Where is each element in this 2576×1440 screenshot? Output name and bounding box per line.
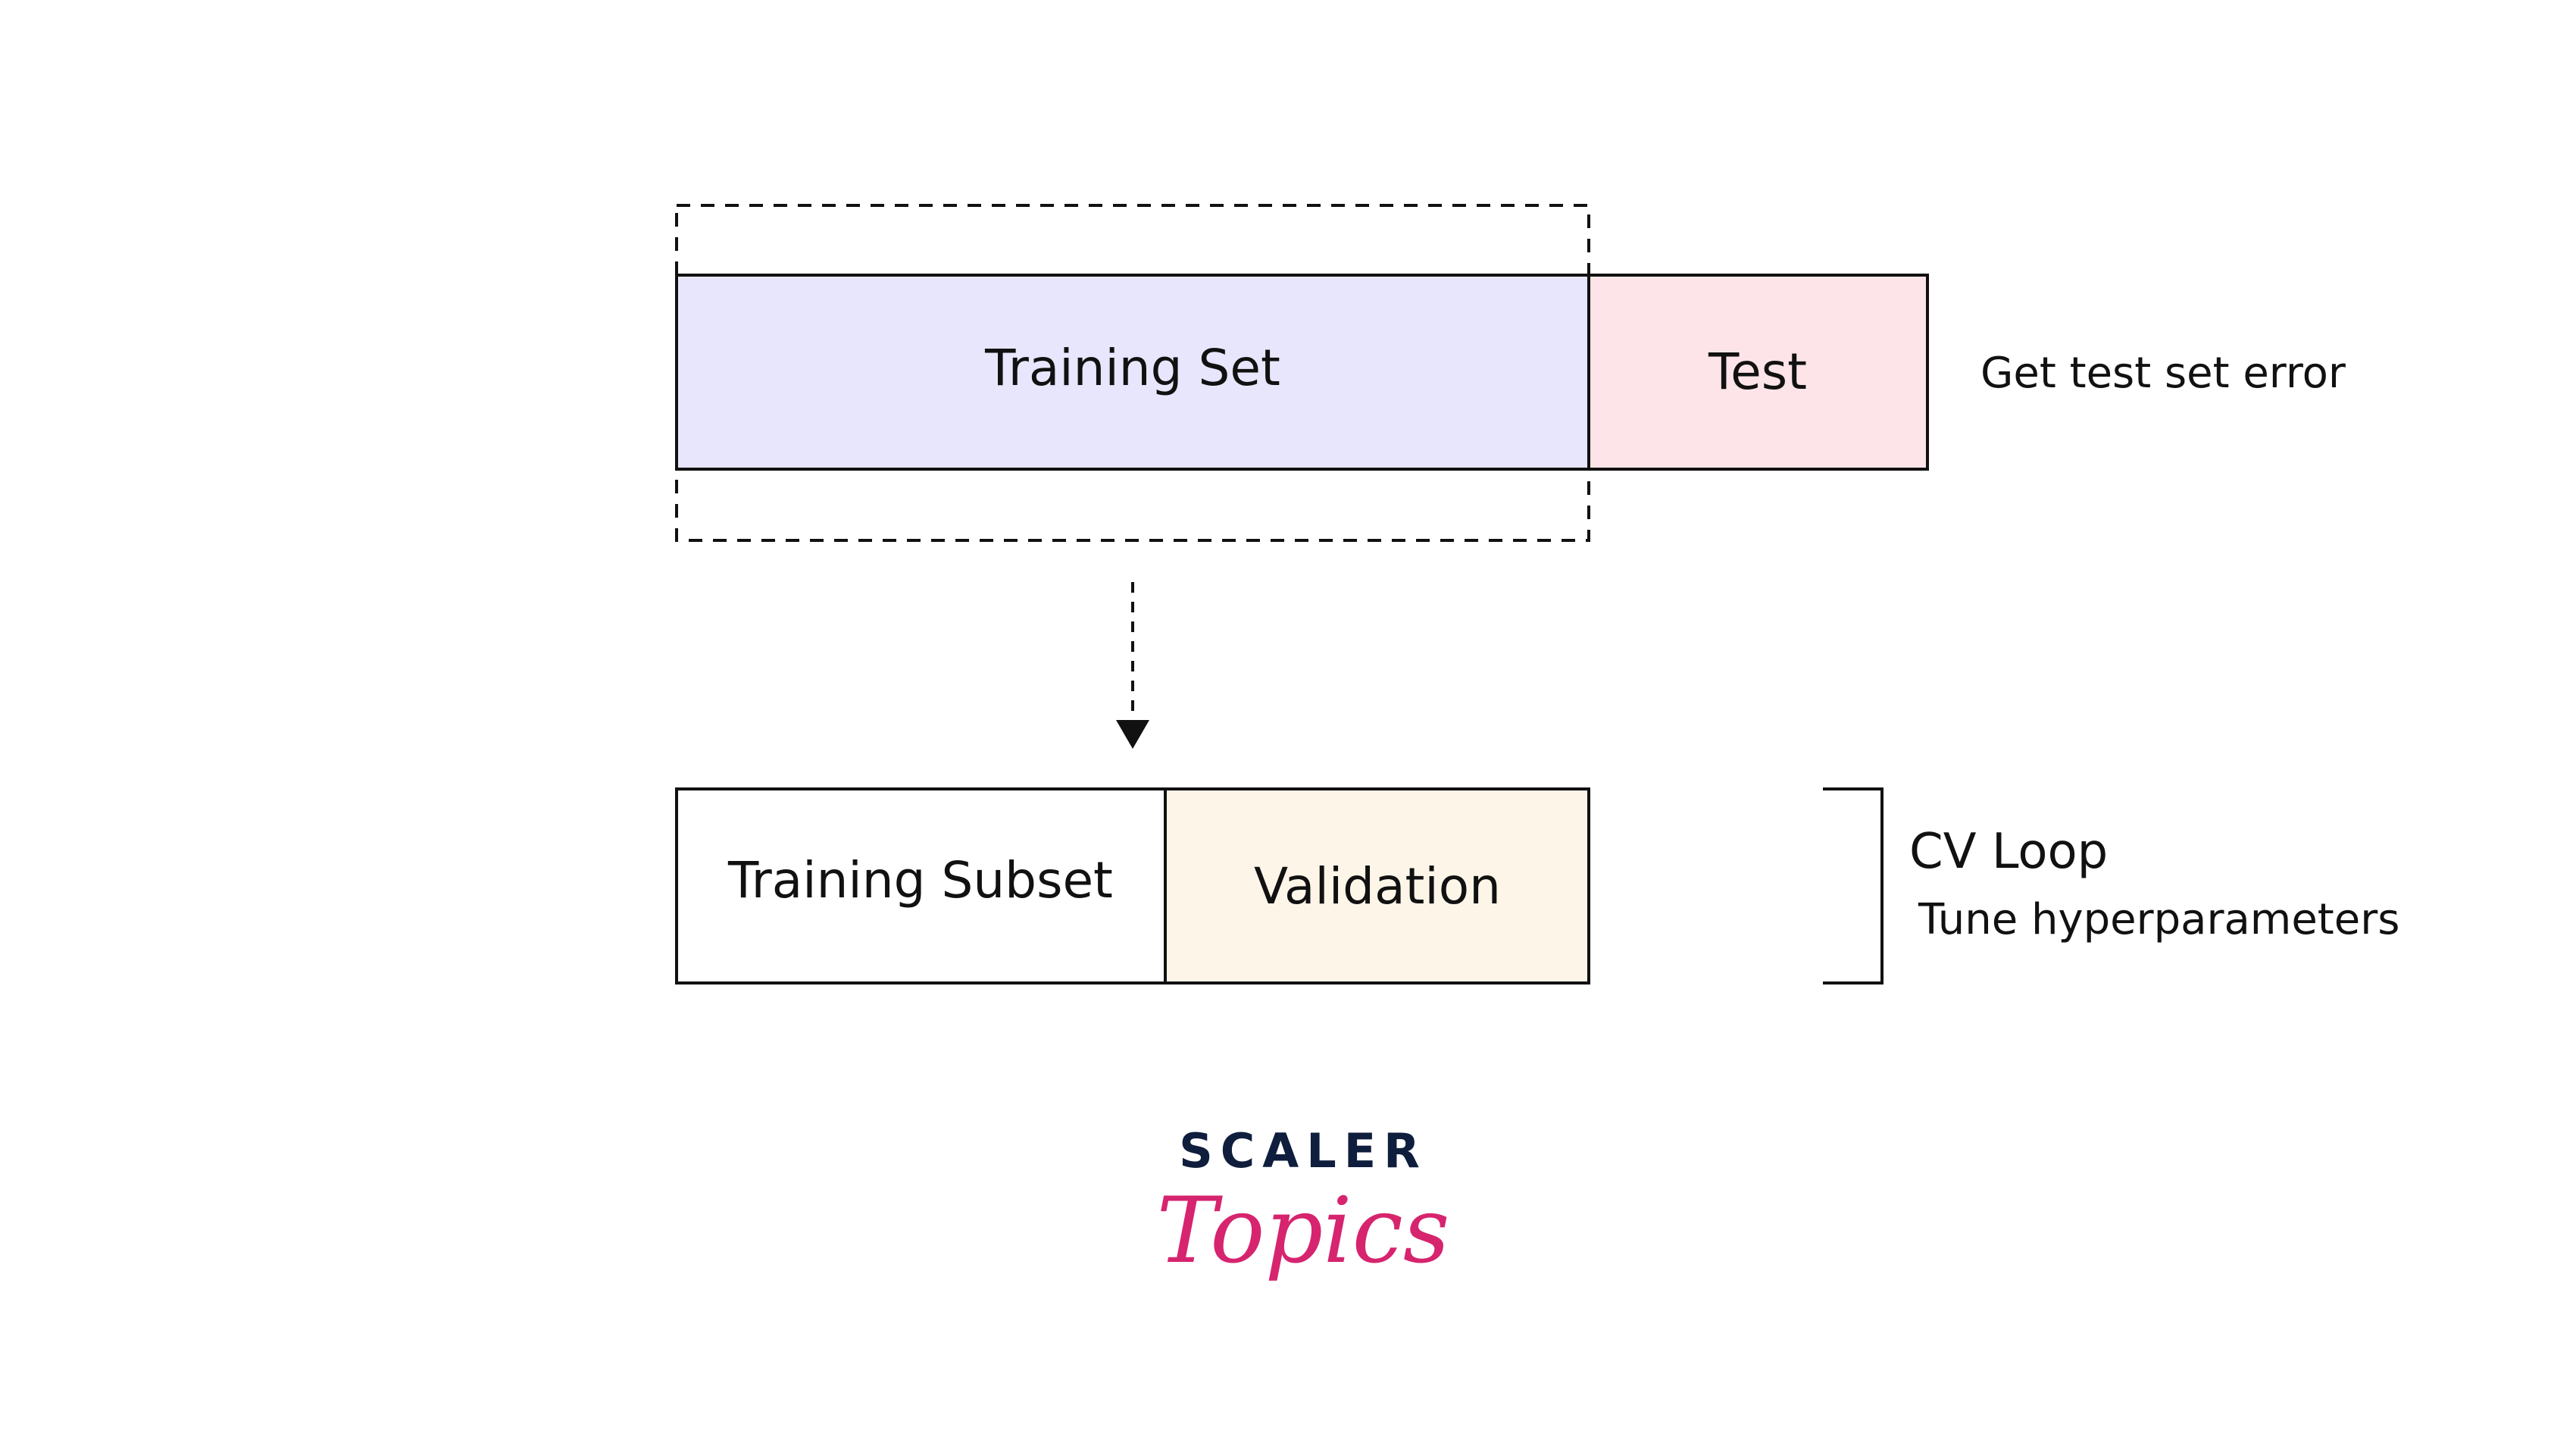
- scaler-topics-logo: SCALER Topics: [1157, 1123, 1450, 1284]
- logo-scaler-text: SCALER: [1179, 1123, 1427, 1179]
- test-box: [1587, 274, 1929, 471]
- training-set-box: [675, 274, 1590, 471]
- split-arrowhead: [1116, 720, 1149, 749]
- cv-loop-note: Tune hyperparameters: [1918, 895, 2399, 944]
- training-set-label: Training Set: [984, 339, 1280, 397]
- cv-loop-title: CV Loop: [1909, 824, 2108, 880]
- validation-label: Validation: [1254, 857, 1501, 916]
- test-label: Test: [1708, 343, 1807, 401]
- logo-topics-text: Topics: [1157, 1179, 1450, 1284]
- validation-box: [1164, 787, 1590, 985]
- training-subset-label: Training Subset: [727, 851, 1113, 909]
- test-set-error-note: Get test set error: [1980, 349, 2346, 398]
- cv-loop-bracket: [1823, 787, 1884, 985]
